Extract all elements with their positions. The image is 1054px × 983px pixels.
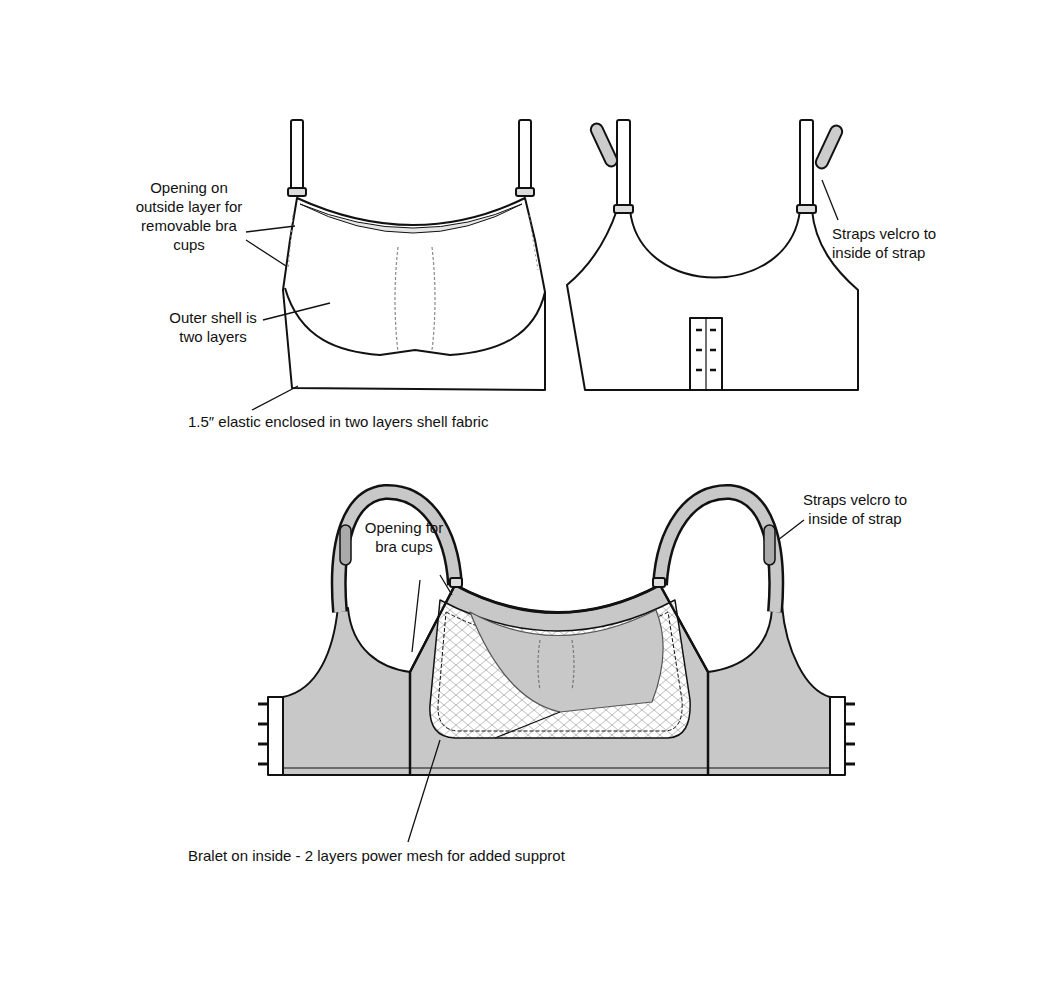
- back-view: [567, 120, 858, 390]
- callout-label: Outer shell is two layers: [165, 308, 261, 346]
- front-view: [283, 120, 545, 390]
- callout-label: 1.5″ elastic enclosed in two layers shel…: [188, 412, 608, 431]
- callout-label: Bralet on inside - 2 layers power mesh f…: [188, 846, 708, 865]
- callout-label: Opening for bra cups: [362, 518, 446, 556]
- leader-lines: [246, 180, 838, 842]
- callout-label: Straps velcro to inside of strap: [800, 490, 910, 528]
- callout-label: Straps velcro to inside of strap: [832, 224, 967, 262]
- flat-view: [258, 492, 855, 775]
- callout-label: Opening on outside layer for removable b…: [133, 178, 245, 254]
